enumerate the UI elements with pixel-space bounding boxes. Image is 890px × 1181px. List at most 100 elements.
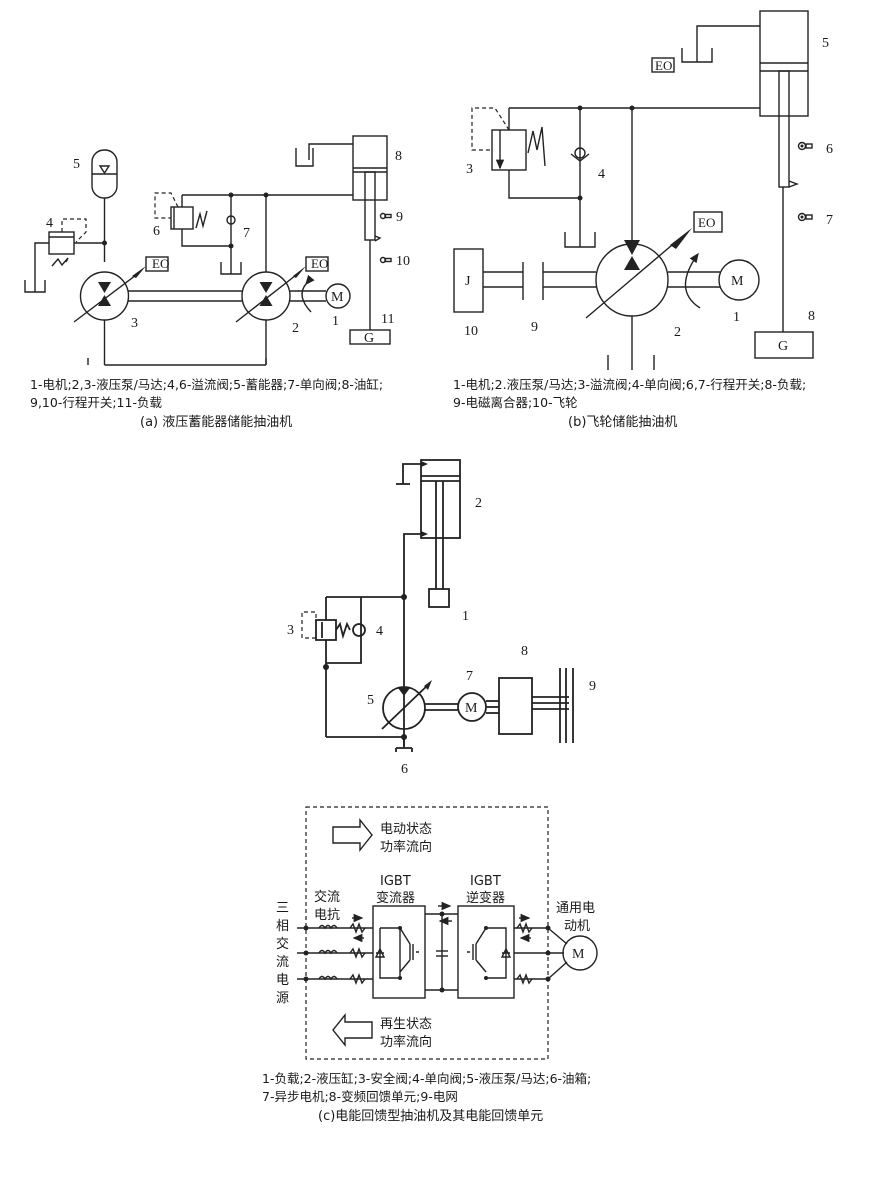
figure-c-hydraulic: M 2 1 3 4 5 6 7 8 9 [287, 459, 596, 777]
accumulator-5 [91, 149, 118, 262]
flywheel-label: J [465, 274, 471, 289]
num-a10: 10 [396, 254, 410, 269]
num-c7: 7 [466, 669, 473, 684]
svg-text:电: 电 [276, 973, 289, 988]
safety-valve-3c [301, 597, 351, 737]
igbt-inverter [457, 905, 515, 999]
num-b8: 8 [808, 309, 815, 324]
motor-a: M [325, 283, 351, 309]
motor-b: M [718, 259, 760, 301]
regen-text-1: 再生状态 [380, 1017, 432, 1032]
reactor-text-1: 交流 [314, 889, 340, 905]
caption-b: (b)飞轮储能抽油机 [568, 415, 678, 430]
num-a3: 3 [131, 316, 138, 331]
flywheel-10: J [453, 248, 484, 313]
dc-link [425, 901, 458, 993]
eo-label-b2: EO [698, 215, 715, 230]
eo-label-b1: EO [655, 58, 672, 73]
num-c6: 6 [401, 762, 408, 777]
figure-b: EO [453, 10, 833, 370]
eo-label-a1: EO [152, 256, 169, 271]
source-text: 三 相 交 流 电 源 [276, 901, 289, 1006]
num-a4: 4 [46, 216, 53, 231]
num-a2: 2 [292, 321, 299, 336]
num-c2: 2 [475, 496, 482, 511]
converter-text-2: 变流器 [376, 890, 415, 906]
converter-text-1: IGBT [380, 874, 411, 889]
check-valve-4b [564, 108, 596, 248]
relief-valve-6 [154, 192, 234, 249]
num-a9: 9 [396, 210, 403, 225]
motoring-text-2: 功率流向 [380, 839, 432, 855]
legend-c-line2: 7-异步电机;8-变频回馈单元;9-电网 [262, 1089, 458, 1104]
svg-text:源: 源 [276, 991, 289, 1006]
reactor-text-2: 电抗 [314, 908, 340, 923]
hydraulic-cylinder-2c [396, 459, 461, 746]
relief-valve-3b [471, 107, 583, 201]
motor-label-b: M [731, 274, 744, 289]
svg-text:交: 交 [276, 936, 289, 952]
num-c1: 1 [462, 609, 469, 624]
eo-box-b1 [651, 57, 675, 73]
num-c4: 4 [376, 624, 383, 639]
legend-c-line1: 1-负载;2-液压缸;3-安全阀;4-单向阀;5-液压泵/马达;6-油箱; [262, 1071, 592, 1086]
three-phase-lines [297, 913, 373, 985]
caption-c: (c)电能回馈型抽油机及其电能回馈单元 [318, 1109, 544, 1124]
feedback-unit-8c [498, 677, 569, 735]
num-a6: 6 [153, 224, 160, 239]
num-b4: 4 [598, 167, 605, 182]
grid-9c [559, 668, 574, 743]
num-c3: 3 [287, 623, 294, 638]
motor-label-a: M [331, 290, 344, 305]
num-b9: 9 [531, 320, 538, 335]
num-b5: 5 [822, 36, 829, 51]
motor-text-2: 动机 [564, 919, 590, 934]
pump-motor-2 [235, 195, 329, 365]
num-b1: 1 [733, 310, 740, 325]
inverter-text-2: 逆变器 [466, 890, 505, 906]
clutch-9 [483, 262, 596, 300]
general-motor-label: M [572, 947, 585, 962]
num-a11: 11 [381, 312, 394, 327]
motoring-flow-arrow [332, 818, 373, 852]
caption-a: (a) 液压蓄能器储能抽油机 [140, 415, 293, 430]
load-11: G [349, 329, 391, 346]
num-b3: 3 [466, 162, 473, 177]
motor-text-1: 通用电 [556, 901, 595, 916]
legend-b-line2: 9-电磁离合器;10-飞轮 [453, 395, 578, 410]
regen-text-2: 功率流向 [380, 1034, 432, 1050]
motoring-text-1: 电动状态 [380, 822, 432, 837]
load-label-b: G [778, 339, 788, 354]
figure-c-feedback-unit: 电动状态 功率流向 再生状态 功率流向 IGBT 变流器 IGBT 逆变器 交流… [276, 806, 598, 1060]
legend-a-line1: 1-电机;2,3-液压泵/马达;4,6-溢流阀;5-蓄能器;7-单向阀;8-油缸… [30, 377, 384, 392]
tank-line-a [87, 358, 267, 366]
num-b2: 2 [674, 325, 681, 340]
num-a8: 8 [395, 149, 402, 164]
async-motor-7c: M [457, 692, 499, 722]
num-b10: 10 [464, 324, 478, 339]
check-valve-4c [352, 623, 366, 637]
svg-text:流: 流 [276, 955, 289, 970]
cylinder-5b [681, 10, 809, 332]
svg-text:相: 相 [276, 919, 289, 934]
limit-switch-6b [797, 141, 813, 151]
num-c5: 5 [367, 693, 374, 708]
num-a5: 5 [73, 157, 80, 172]
cylinder-8 [295, 135, 388, 330]
svg-text:三: 三 [276, 901, 289, 916]
num-a7: 7 [243, 226, 250, 241]
figure-a: EO EO M [24, 135, 410, 366]
num-c8: 8 [521, 644, 528, 659]
relief-valve-4 [24, 218, 107, 293]
general-motor: M [562, 935, 598, 971]
load-8b: G [754, 331, 814, 359]
limit-switch-10 [379, 256, 392, 264]
dashed-boundary [305, 806, 549, 1060]
pump-motor-3 [73, 256, 169, 365]
pump-5c [326, 680, 458, 752]
motor-label-c: M [465, 701, 478, 716]
output-lines [514, 913, 568, 985]
num-b6: 6 [826, 142, 833, 157]
limit-switch-7b [797, 212, 813, 222]
